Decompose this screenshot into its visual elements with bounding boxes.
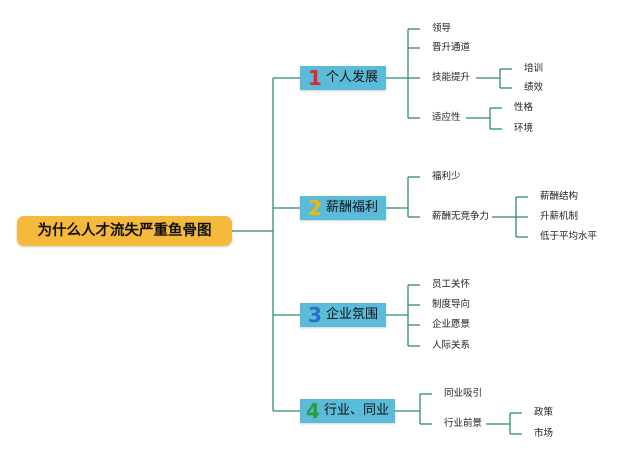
leaf-corporate-vision: 企业愿景 bbox=[432, 319, 471, 330]
leaf-training: 培训 bbox=[524, 63, 544, 74]
leaf-raise-mechanism: 升薪机制 bbox=[540, 211, 579, 222]
root-topic: 为什么人才流失严重鱼骨图 bbox=[17, 216, 232, 246]
branch-number: 2 bbox=[308, 196, 322, 220]
branch-corporate-atmosphere: 3 企业氛围 bbox=[300, 303, 386, 327]
leaf-skill-improvement: 技能提升 bbox=[432, 72, 471, 83]
branch-industry: 4 行业、同业 bbox=[300, 399, 395, 423]
leaf-promotion-path: 晋升通道 bbox=[432, 42, 471, 53]
leaf-policy: 政策 bbox=[534, 407, 554, 418]
branch-number: 4 bbox=[306, 399, 320, 423]
leaf-policy-orientation: 制度导向 bbox=[432, 299, 471, 310]
leaf-below-average: 低于平均水平 bbox=[540, 231, 598, 242]
leaf-personality: 性格 bbox=[514, 102, 534, 113]
leaf-environment: 环境 bbox=[514, 123, 534, 134]
leaf-leader: 领导 bbox=[432, 23, 452, 34]
branch-compensation: 2 薪酬福利 bbox=[300, 196, 386, 220]
leaf-employee-care: 员工关怀 bbox=[432, 279, 471, 290]
branch-label: 个人发展 bbox=[325, 70, 378, 85]
leaf-pay-structure: 薪酬结构 bbox=[540, 191, 579, 202]
branch-number: 1 bbox=[308, 66, 322, 90]
leaf-industry-prospect: 行业前景 bbox=[444, 418, 483, 429]
branch-label: 薪酬福利 bbox=[325, 200, 378, 215]
leaf-few-benefits: 福利少 bbox=[432, 171, 461, 182]
branch-label: 企业氛围 bbox=[325, 307, 378, 322]
branch-personal-development: 1 个人发展 bbox=[300, 66, 386, 90]
leaf-relationships: 人际关系 bbox=[432, 340, 471, 351]
leaf-uncompetitive-pay: 薪酬无竞争力 bbox=[432, 211, 490, 222]
branch-label: 行业、同业 bbox=[323, 403, 389, 418]
leaf-performance: 绩效 bbox=[524, 82, 544, 93]
leaf-market: 市场 bbox=[534, 428, 554, 439]
leaf-peer-attraction: 同业吸引 bbox=[444, 388, 483, 399]
leaf-adaptability: 适应性 bbox=[432, 112, 461, 123]
branch-number: 3 bbox=[308, 303, 322, 327]
